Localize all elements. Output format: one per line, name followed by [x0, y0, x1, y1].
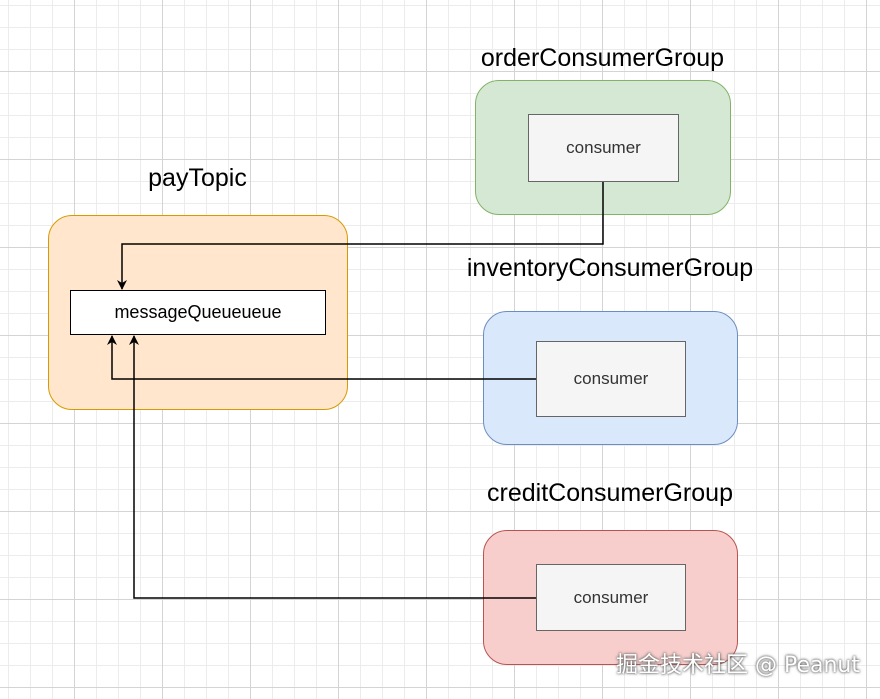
message-queue-node[interactable]: messageQueueueue: [70, 290, 326, 335]
inventory-consumer-group-container[interactable]: [483, 311, 738, 445]
credit-consumer-node[interactable]: consumer: [536, 564, 686, 631]
order-consumer-node[interactable]: consumer: [528, 114, 679, 182]
order-to-queue-arrow: [117, 182, 604, 290]
credit-group-label: creditConsumerGroup: [487, 479, 733, 507]
inventory-to-queue-arrow: [107, 335, 536, 380]
order-group-label: orderConsumerGroup: [480, 44, 725, 72]
topic-label: payTopic: [148, 164, 247, 192]
watermark: 掘金技术社区 @ Peanut: [616, 653, 860, 678]
inventory-consumer-node[interactable]: consumer: [536, 341, 686, 417]
credit-to-queue-arrow: [129, 335, 536, 599]
inventory-group-label: inventoryConsumerGroup: [466, 254, 754, 282]
